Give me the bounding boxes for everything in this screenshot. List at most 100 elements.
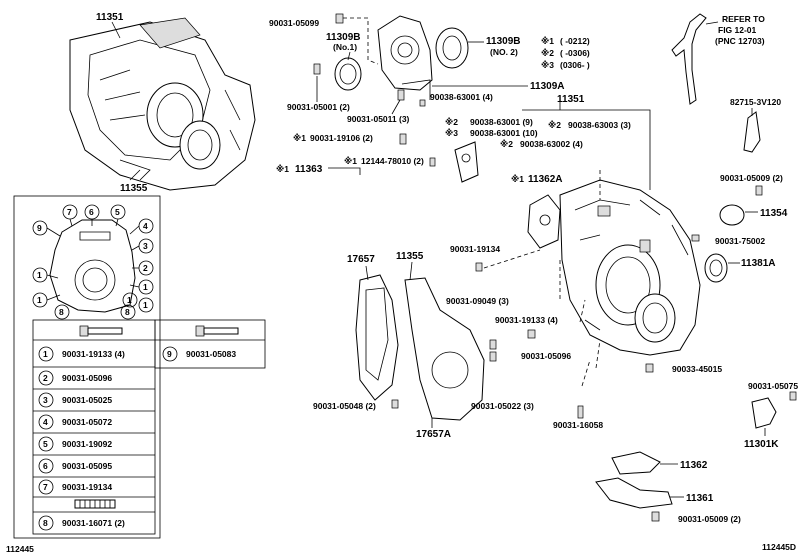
legend-num-1: 1 — [43, 349, 48, 359]
ring-num-9: 9 — [37, 223, 42, 233]
mark-2-b: ※2 — [548, 120, 561, 130]
label-11362a: 11362A — [528, 174, 562, 185]
label-90031-05009-bot: 90031-05009 (2) — [678, 514, 741, 524]
cover-plate-11355 — [404, 277, 485, 421]
mark-1-c: ※1 — [276, 164, 289, 174]
note-mark-1: ※1 — [541, 36, 554, 46]
plate-11362a — [527, 194, 561, 249]
legend-num-2: 2 — [43, 373, 48, 383]
mark-1-b: ※1 — [344, 156, 357, 166]
ring-num-6: 6 — [89, 207, 94, 217]
legend-ring-numbers: 9 7 6 5 4 3 2 1 1 1 1 1 8 8 — [32, 204, 154, 320]
legend-part-4: 90031-05072 — [62, 417, 112, 427]
legend-table — [32, 319, 266, 535]
ring-num-1-a: 1 — [143, 282, 148, 292]
case-leader-lines — [522, 100, 651, 387]
label-90031-05001: 90031-05001 (2) — [287, 102, 350, 112]
label-17657: 17657 — [347, 254, 375, 265]
transaxle-housing-main — [559, 179, 701, 356]
note-text-1: ( -0212) — [560, 36, 590, 46]
label-11381a: 11381A — [741, 258, 775, 269]
mark-3-a: ※3 — [445, 128, 458, 138]
label-12144-78010: 12144-78010 (2) — [361, 156, 424, 166]
bracket-82715 — [743, 111, 761, 153]
legend-rows: 1 90031-19133 (4) 2 90031-05096 3 90031-… — [38, 346, 236, 531]
refer-line-2: FIG 12-01 — [718, 25, 757, 35]
legend-num-3: 3 — [43, 395, 48, 405]
label-11309b: 11309B — [326, 32, 360, 43]
label-11351-mid: 11351 — [557, 94, 585, 105]
legend-part-6: 90031-05095 — [62, 461, 112, 471]
legend-num-6: 6 — [43, 461, 48, 471]
transaxle-case-assembly-illustration — [69, 17, 256, 191]
label-90031-05022: 90031-05022 (3) — [471, 401, 534, 411]
cover-11354 — [719, 204, 745, 226]
label-90038-63001-4: 90038-63001 (4) — [430, 92, 493, 102]
ring-num-8-b: 8 — [125, 307, 130, 317]
oil-seal-and-covers — [313, 13, 469, 107]
label-90031-05096: 90031-05096 — [521, 351, 571, 361]
label-11309a: 11309A — [530, 81, 564, 92]
diagram-id-left: 112445 — [6, 544, 34, 554]
label-90038-63002: 90038-63002 (4) — [520, 139, 583, 149]
ring-num-7: 7 — [67, 207, 72, 217]
mark-1-a: ※1 — [293, 133, 306, 143]
refer-line-1: REFER TO — [722, 14, 765, 24]
label-90031-16058: 90031-16058 — [553, 420, 603, 430]
mark-1-d: ※1 — [511, 174, 524, 184]
legend-num-4: 4 — [43, 417, 48, 427]
label-90031-19106: 90031-19106 (2) — [310, 133, 373, 143]
sensor-11301k — [751, 391, 797, 429]
label-11355-mid: 11355 — [396, 251, 424, 262]
ring-num-5: 5 — [115, 207, 120, 217]
label-11362: 11362 — [680, 460, 708, 471]
seal-11381a — [704, 253, 728, 283]
ring-num-2: 2 — [143, 263, 148, 273]
ring-num-1-b: 1 — [37, 270, 42, 280]
label-17657a: 17657A — [416, 429, 451, 440]
diagram-id-right: 112445D — [762, 542, 796, 552]
legend-part-9: 90031-05083 — [186, 349, 236, 359]
label-90031-05011: 90031-05011 (3) — [347, 114, 410, 124]
note-text-3: (0306- ) — [560, 60, 590, 70]
plate-11363 — [454, 141, 479, 183]
gasket-17657 — [355, 274, 399, 401]
label-90031-75002: 90031-75002 — [715, 236, 765, 246]
ring-num-4: 4 — [143, 221, 148, 231]
refer-note: REFER TO FIG 12-01 (PNC 12703) — [671, 13, 765, 105]
note-mark-2: ※2 — [541, 48, 554, 58]
legend-num-5: 5 — [43, 439, 48, 449]
label-11355-top: 11355 — [120, 183, 148, 194]
label-11309b-sub: (No.1) — [333, 42, 357, 52]
label-90033-45015: 90033-45015 — [672, 364, 722, 374]
label-90038-63001-9: 90038-63001 (9) — [470, 117, 533, 127]
date-notes: ※1 ( -0212) ※2 ( -0306) ※3 (0306- ) — [541, 36, 590, 70]
label-90031-09049: 90031-09049 (3) — [446, 296, 509, 306]
label-11354: 11354 — [760, 208, 788, 219]
label-11309b-no2: 11309B — [486, 36, 520, 47]
note-text-2: ( -0306) — [560, 48, 590, 58]
mark-2-c: ※2 — [500, 139, 513, 149]
label-90031-19133: 90031-19133 (4) — [495, 315, 558, 325]
label-90031-05099: 90031-05099 — [269, 18, 319, 28]
label-11363: 11363 — [295, 164, 323, 175]
legend-num-8: 8 — [43, 518, 48, 528]
note-mark-3: ※3 — [541, 60, 554, 70]
legend-part-2: 90031-05096 — [62, 373, 112, 383]
legend-num-7: 7 — [43, 482, 48, 492]
ring-num-8-a: 8 — [59, 307, 64, 317]
legend-part-1: 90031-19133 (4) — [62, 349, 125, 359]
label-90031-05009-top: 90031-05009 (2) — [720, 173, 783, 183]
legend-part-5: 90031-19092 — [62, 439, 112, 449]
legend-part-3: 90031-05025 — [62, 395, 112, 405]
legend-part-8: 90031-16071 (2) — [62, 518, 125, 528]
plate-11362 — [611, 451, 661, 475]
label-90031-19134: 90031-19134 — [450, 244, 500, 254]
label-90038-63001-10: 90038-63001 (10) — [470, 128, 538, 138]
label-90038-63003: 90038-63003 (3) — [568, 120, 631, 130]
label-82715: 82715-3V120 — [730, 97, 781, 107]
ring-num-1-c: 1 — [37, 295, 42, 305]
label-90031-05048: 90031-05048 (2) — [313, 401, 376, 411]
legend-part-7: 90031-19134 — [62, 482, 112, 492]
mark-2-a: ※2 — [445, 117, 458, 127]
